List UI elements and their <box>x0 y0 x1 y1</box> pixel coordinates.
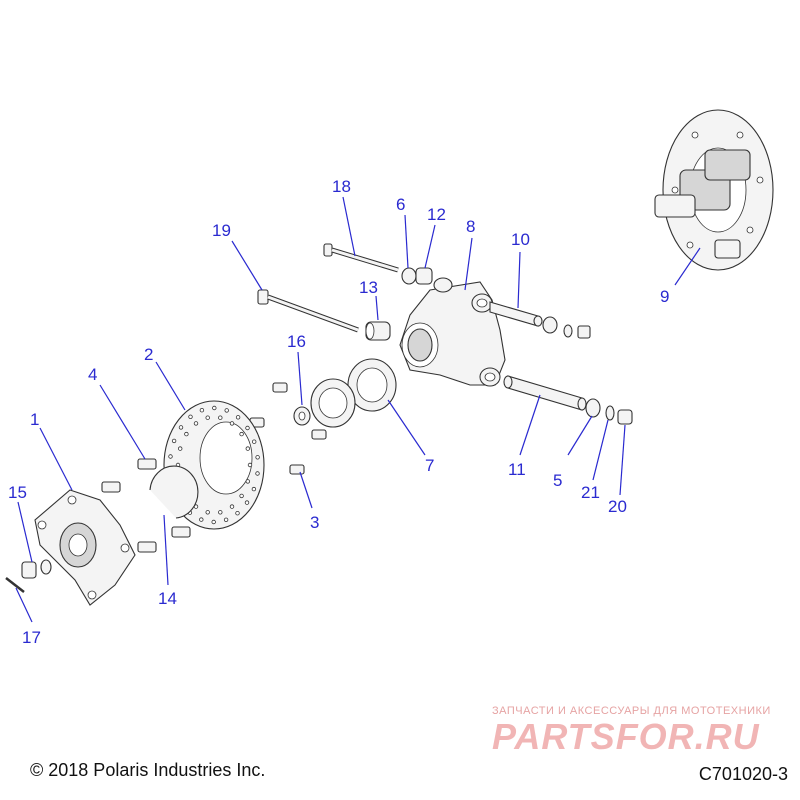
hub-washer <box>40 559 52 575</box>
disc-hole <box>239 493 244 499</box>
cotter-pin-17 <box>5 577 25 593</box>
bushing-5 <box>585 398 601 418</box>
tube-10 <box>489 301 543 327</box>
disc-hole <box>251 439 257 444</box>
callout-18: 18 <box>332 177 351 196</box>
callout-14: 14 <box>158 589 177 608</box>
disc-hole <box>229 504 235 509</box>
disc-hole <box>245 446 250 451</box>
washer-upper <box>563 324 573 338</box>
watermark-tagline: ЗАПЧАСТИ И АКСЕССУАРЫ ДЛЯ МОТОТЕХНИКИ <box>492 705 771 717</box>
callout-8: 8 <box>466 217 475 236</box>
long-bolt-19 <box>257 289 359 333</box>
drawing-number: C701020-3 <box>698 764 788 784</box>
bearing-carrier-8 <box>399 277 506 387</box>
callout-17: 17 <box>22 628 41 647</box>
bearings-7 <box>310 358 397 428</box>
callout-5: 5 <box>553 471 562 490</box>
disc-hole <box>223 517 229 522</box>
callout-16: 16 <box>287 332 306 351</box>
callout-3: 3 <box>310 513 319 532</box>
bushing-upper <box>542 316 558 334</box>
watermark-logo: PARTSFOR.RU <box>492 716 760 757</box>
nut-20 <box>617 409 633 425</box>
disc-hole <box>212 405 217 411</box>
disc-hole <box>218 415 223 420</box>
leader-lines <box>15 196 701 623</box>
disc-hole <box>205 415 210 420</box>
disc-hole <box>184 431 189 437</box>
disc-hole <box>178 425 184 430</box>
callout-20: 20 <box>608 497 627 516</box>
wheel-hub-1 <box>34 489 136 606</box>
callout-2: 2 <box>144 345 153 364</box>
disc-hole <box>244 500 250 505</box>
callout-6: 6 <box>396 195 405 214</box>
washer-21 <box>605 405 615 421</box>
disc-hole <box>188 414 193 419</box>
disc-hole <box>255 455 260 460</box>
disc-hole <box>247 462 253 468</box>
disc-hole <box>235 415 241 420</box>
callout-21: 21 <box>581 483 600 502</box>
nut-upper <box>577 325 591 339</box>
hub-studs-4 <box>101 458 191 553</box>
disc-hole <box>224 408 229 413</box>
callout-12: 12 <box>427 205 446 224</box>
disc-hole <box>255 471 260 476</box>
disc-hole <box>199 517 204 522</box>
tube-11 <box>503 375 587 411</box>
disc-hole <box>235 511 240 516</box>
callout-15: 15 <box>8 483 27 502</box>
copyright-notice: © 2018 Polaris Industries Inc. <box>30 760 266 780</box>
callout-labels: 1 2 3 4 5 6 7 8 9 10 11 12 13 14 15 16 1… <box>8 177 669 647</box>
disc-hole <box>199 408 205 413</box>
disc-hole <box>245 479 250 484</box>
callout-9: 9 <box>660 287 669 306</box>
disc-hole <box>229 421 235 426</box>
callout-19: 19 <box>212 221 231 240</box>
disc-hole <box>205 510 210 515</box>
callout-11: 11 <box>508 460 526 479</box>
long-bolt-18 <box>323 243 399 273</box>
disc-hole <box>245 425 250 431</box>
disc-hole <box>193 421 199 426</box>
disc-hole <box>171 438 177 444</box>
callout-13: 13 <box>359 278 378 297</box>
disc-hole <box>168 454 173 459</box>
washer-6 <box>401 267 417 285</box>
callout-4: 4 <box>88 365 97 384</box>
assembled-hub-inset <box>654 109 774 271</box>
disc-hole <box>251 486 257 492</box>
disc-hole <box>239 431 244 437</box>
disc-hole <box>177 446 183 451</box>
disc-hole <box>211 519 216 525</box>
callout-1: 1 <box>30 410 39 429</box>
callout-10: 10 <box>511 230 530 249</box>
callout-7: 7 <box>425 456 434 475</box>
castle-nut-15 <box>21 561 37 579</box>
disc-hole <box>218 510 223 515</box>
bushing-12 <box>415 267 433 285</box>
snap-ring-14 <box>149 465 199 519</box>
